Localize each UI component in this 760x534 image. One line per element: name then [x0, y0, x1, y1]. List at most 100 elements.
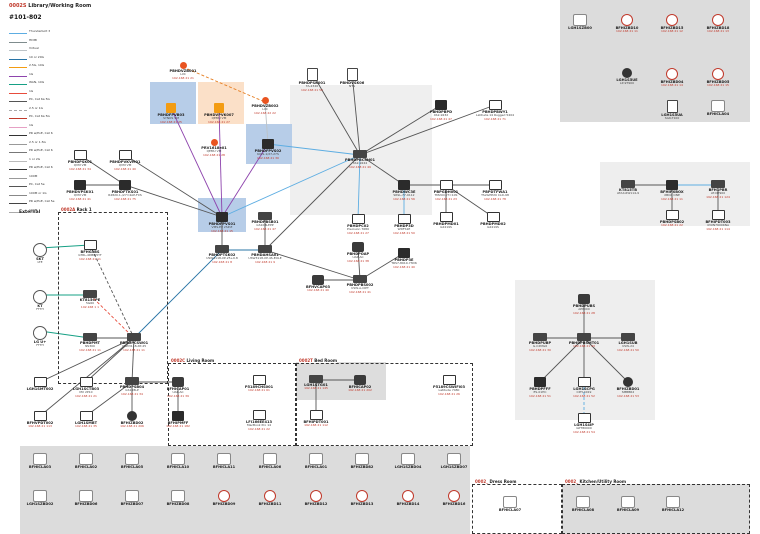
- device-bfhizbd11[interactable]: BFHIZBD11: [248, 490, 292, 506]
- device-model: SYNOS VM: [163, 116, 179, 121]
- device-bfhizbd13[interactable]: BFHIZBD13: [340, 490, 384, 506]
- device-ip: 192.168 21 61: [248, 388, 270, 393]
- device-bfhizbd09[interactable]: BFHIZBD09: [202, 490, 246, 506]
- device-bfhicla03[interactable]: BFHICLA03: [18, 453, 62, 469]
- device-bfhicla09[interactable]: BFHICLA09: [606, 496, 650, 512]
- device-lgu[interactable]: LG U+FTTH: [18, 326, 62, 348]
- device-label: PBHDFTKS01: [111, 190, 139, 194]
- device-bfhicla05[interactable]: BFHICLA05: [110, 453, 154, 469]
- device-bfhicla02[interactable]: BFHICLA02: [64, 453, 108, 469]
- device-bfhicla01[interactable]: BFHICLA01: [294, 453, 338, 469]
- device-bfhizbd07[interactable]: BFHIZBD07: [110, 490, 154, 506]
- device-lgh1szb00[interactable]: LGH1SZB00: [558, 14, 602, 30]
- device-bfhicla12[interactable]: BFHICLA12: [651, 496, 695, 512]
- device-bfhizbd14[interactable]: BFHIZBD14: [386, 490, 430, 506]
- device-bfhizbd12[interactable]: BFHIZBD12: [294, 490, 338, 506]
- device-bfhicla04[interactable]: BFHICLA04: [696, 100, 740, 116]
- device-bfhicla08[interactable]: BFHICLA08: [561, 496, 605, 512]
- device-bfhizbd06[interactable]: BFHIZBD06: [64, 490, 108, 506]
- device-lgh1szbd07[interactable]: LGH1SZBD07: [432, 453, 476, 469]
- device-bfhizbd16[interactable]: BFHIZBD16: [432, 490, 476, 506]
- device-bfhicla10[interactable]: BFHICLA10: [156, 453, 200, 469]
- device-bfhicla06[interactable]: BFHICLA06: [248, 453, 292, 469]
- device-bfhicla07[interactable]: BFHICLA07: [488, 496, 532, 512]
- device-lgh1szbd02[interactable]: LGH1SZBD02: [18, 490, 62, 506]
- device-lgh1smt002[interactable]: LGH1SMT002: [18, 377, 62, 391]
- device-bfhizbd82[interactable]: BFHIZBD82: [340, 453, 384, 469]
- device-bfhicla11[interactable]: BFHICLA11: [202, 453, 246, 469]
- device-bfhizbd08[interactable]: BFHIZBD08: [156, 490, 200, 506]
- device-lgh1szbd04[interactable]: LGH1SZBD04: [386, 453, 430, 469]
